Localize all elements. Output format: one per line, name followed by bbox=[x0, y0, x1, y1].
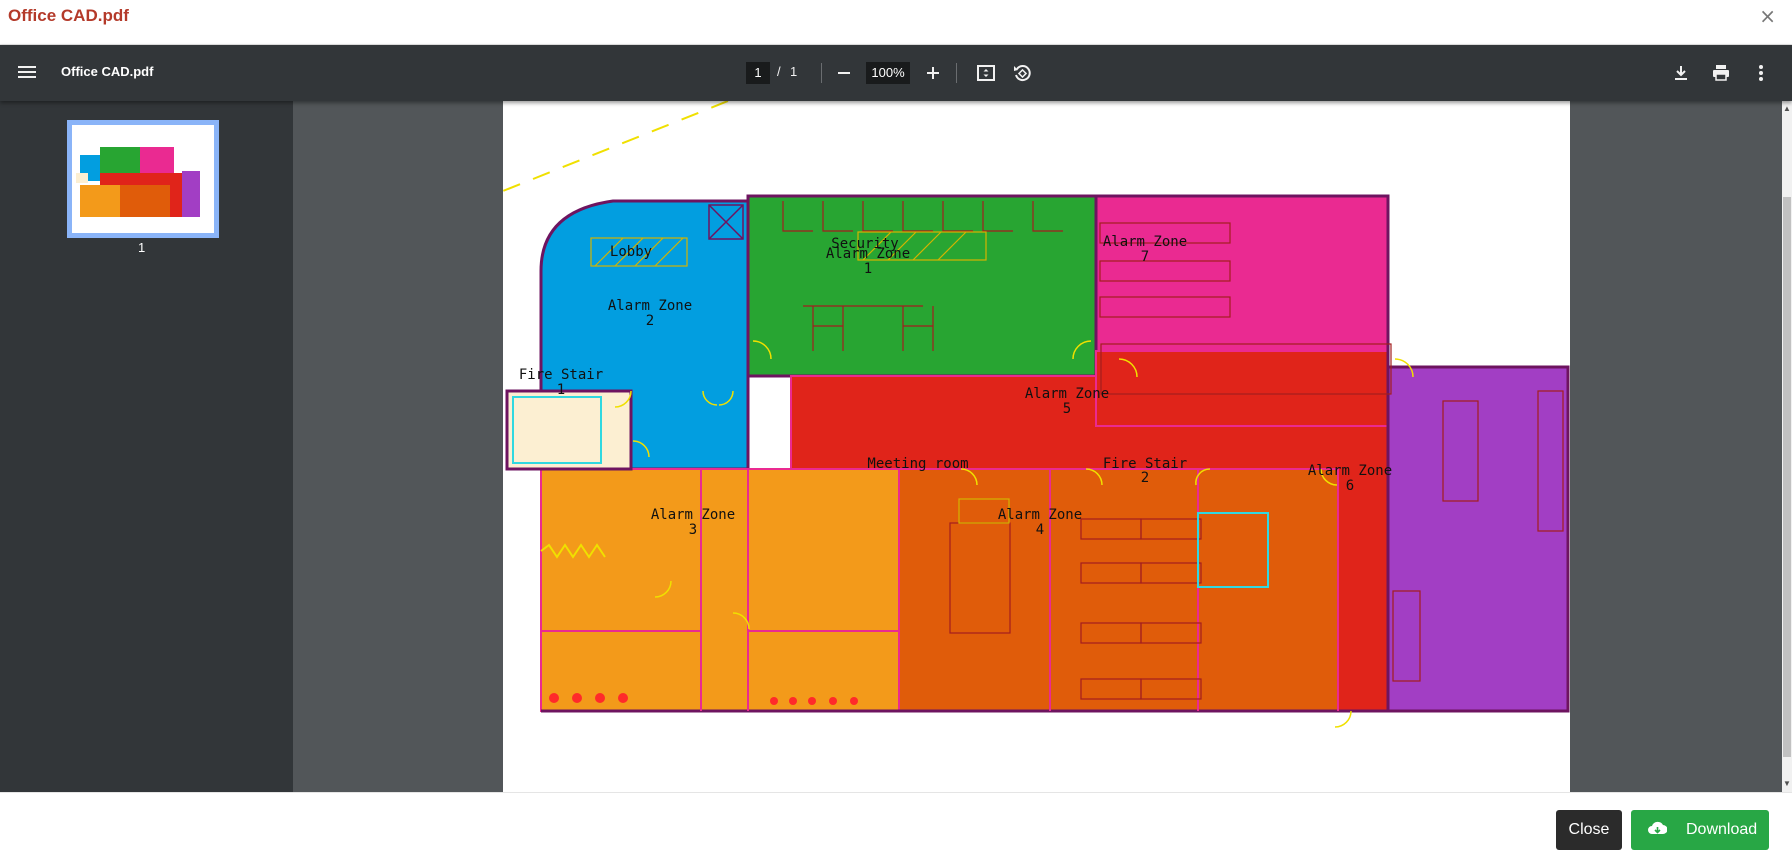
label-lobby: Lobby bbox=[610, 244, 652, 260]
label-zone2-line2: 2 bbox=[646, 313, 654, 329]
page-total: 1 bbox=[790, 64, 798, 79]
rotate-icon[interactable] bbox=[1010, 61, 1034, 85]
zone-3-area bbox=[540, 468, 900, 712]
menu-icon[interactable] bbox=[18, 63, 36, 83]
label-fire-stair1-line1: Fire Stair bbox=[519, 367, 603, 383]
scroll-up-icon[interactable]: ▲ bbox=[1783, 104, 1791, 113]
modal-title: Office CAD.pdf bbox=[8, 6, 129, 25]
modal-header: Office CAD.pdf × bbox=[0, 0, 1792, 45]
zoom-level-input[interactable]: 100% bbox=[866, 62, 910, 84]
label-zone3-line1: Alarm Zone bbox=[651, 507, 735, 523]
zone-4-area bbox=[898, 468, 1339, 712]
document-viewport[interactable]: Lobby Security Alarm Zone 1 Alarm Zone 2… bbox=[293, 101, 1782, 792]
fit-page-icon[interactable] bbox=[974, 61, 998, 85]
modal-footer: Close Download bbox=[0, 792, 1792, 862]
download-button[interactable]: Download bbox=[1631, 810, 1769, 850]
close-button[interactable]: Close bbox=[1556, 810, 1622, 850]
scroll-thumb[interactable] bbox=[1783, 197, 1791, 757]
toolbar-divider bbox=[821, 63, 822, 83]
toolbar-filename: Office CAD.pdf bbox=[61, 64, 154, 79]
label-meeting-room: Meeting room bbox=[867, 456, 968, 472]
close-icon[interactable]: × bbox=[1759, 4, 1776, 28]
pdf-page: Lobby Security Alarm Zone 1 Alarm Zone 2… bbox=[502, 101, 1570, 792]
download-icon[interactable] bbox=[1669, 61, 1693, 85]
label-zone4-line2: 4 bbox=[1036, 522, 1044, 538]
label-zone7-line2: 7 bbox=[1141, 249, 1149, 265]
zoom-in-icon[interactable] bbox=[921, 61, 945, 85]
vertical-scrollbar[interactable]: ▲ ▼ bbox=[1782, 101, 1792, 792]
label-zone5-line1: Alarm Zone bbox=[1025, 386, 1109, 402]
cloud-download-icon bbox=[1647, 810, 1668, 866]
label-zone5-line2: 5 bbox=[1063, 401, 1071, 417]
page-separator: / bbox=[777, 64, 781, 79]
label-zone1-line2: 1 bbox=[864, 261, 872, 277]
page-number-input[interactable]: 1 bbox=[746, 62, 770, 84]
label-zone4-line1: Alarm Zone bbox=[998, 507, 1082, 523]
zone-1-area bbox=[746, 194, 1098, 378]
pdf-toolbar: Office CAD.pdf 1 / 1 100% bbox=[0, 45, 1792, 101]
label-zone6-line1: Alarm Zone bbox=[1308, 463, 1392, 479]
label-zone2-line1: Alarm Zone bbox=[608, 298, 692, 314]
label-zone1-line1: Alarm Zone bbox=[826, 246, 910, 262]
label-fire-stair2-line1: Fire Stair bbox=[1103, 456, 1187, 472]
print-icon[interactable] bbox=[1709, 61, 1733, 85]
more-icon[interactable] bbox=[1749, 61, 1773, 85]
zoom-out-icon[interactable] bbox=[832, 61, 856, 85]
label-fire-stair2-line2: 2 bbox=[1141, 470, 1149, 486]
thumbnail-page-label: 1 bbox=[138, 240, 146, 255]
label-fire-stair1-line2: 1 bbox=[557, 382, 565, 398]
label-zone3-line2: 3 bbox=[689, 522, 697, 538]
fire-stair-1-area bbox=[505, 389, 633, 471]
floor-plan: Lobby Security Alarm Zone 1 Alarm Zone 2… bbox=[502, 101, 1570, 728]
download-button-label: Download bbox=[1686, 821, 1758, 838]
scroll-down-icon[interactable]: ▼ bbox=[1783, 779, 1791, 788]
thumbnail-sidebar: 1 bbox=[0, 101, 293, 792]
page-thumbnail[interactable] bbox=[67, 120, 219, 238]
toolbar-divider bbox=[956, 63, 957, 83]
label-zone6-line2: 6 bbox=[1346, 478, 1354, 494]
label-zone7-line1: Alarm Zone bbox=[1103, 234, 1187, 250]
label-security: Security bbox=[831, 236, 898, 252]
